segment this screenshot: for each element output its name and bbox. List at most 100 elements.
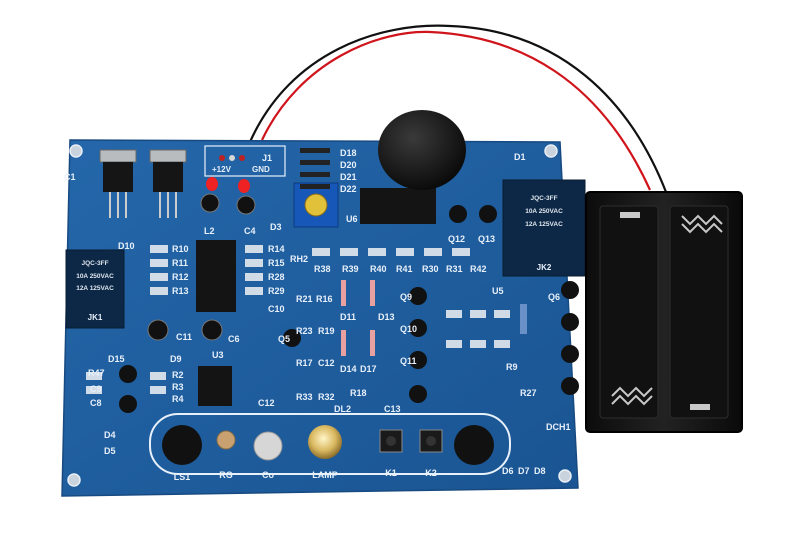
battery-cell-slot	[669, 205, 729, 419]
component-label: R9	[506, 362, 518, 372]
capacitor	[236, 195, 256, 215]
battery-spring	[611, 214, 723, 406]
component-label: R12	[172, 272, 189, 282]
smd-pads	[86, 245, 510, 394]
pcb: J1 +12V GND JQC-3FF 10A	[61, 110, 586, 497]
component-label: C10	[268, 304, 285, 314]
component-label: R29	[268, 286, 285, 296]
component-label: R19	[318, 326, 335, 336]
control-label: RG	[219, 470, 233, 480]
component-label: Q11	[400, 356, 417, 366]
component-label: D7	[518, 466, 530, 476]
component-label: R47	[88, 368, 105, 378]
component-label: Q10	[400, 324, 417, 334]
component-label: R3	[172, 382, 184, 392]
svg-text:JQC-3FF: JQC-3FF	[81, 260, 108, 267]
svg-text:JK1: JK1	[88, 313, 103, 322]
component-label: D21	[340, 172, 357, 182]
component-label: C9	[90, 384, 102, 394]
component-label: R31	[446, 264, 463, 274]
component-label: D18	[340, 148, 357, 158]
component-label: R14	[268, 244, 285, 254]
component-label: R42	[470, 264, 487, 274]
control-label: K2	[425, 468, 437, 478]
control-label: LS1	[174, 472, 191, 482]
component-label: R39	[342, 264, 359, 274]
voltage-regulator	[99, 149, 137, 218]
component-label: R17	[296, 358, 313, 368]
battery-cell-slot	[599, 205, 659, 419]
pot-knob	[304, 193, 328, 217]
battery-contact	[620, 212, 640, 218]
component-label: R27	[520, 388, 537, 398]
capacitor	[147, 319, 169, 341]
black-wire	[248, 24, 668, 193]
component-label: D1	[514, 152, 526, 162]
component-label: R33	[296, 392, 313, 402]
component-label: D11	[340, 312, 356, 322]
component-label: D4	[104, 430, 116, 440]
svg-text:10A 250VAC: 10A 250VAC	[525, 208, 563, 215]
svg-text:JQC-3FF: JQC-3FF	[530, 195, 557, 202]
component-label: R32	[318, 392, 335, 402]
transistors	[119, 205, 579, 413]
component-label: R2	[172, 370, 184, 380]
mount-hole	[544, 144, 558, 158]
component-label: DCH1	[546, 422, 571, 432]
diodes	[300, 148, 527, 356]
component-label: C6	[228, 334, 240, 344]
component-label: D14	[340, 364, 357, 374]
component-label: D9	[170, 354, 182, 364]
control-label: K1	[385, 468, 397, 478]
component-label: R4	[172, 394, 184, 404]
component-label: R38	[314, 264, 331, 274]
red-led	[238, 179, 250, 193]
red-led	[206, 177, 218, 191]
photoresistor	[216, 430, 236, 450]
component-label: R13	[172, 286, 189, 296]
component-label: C4	[244, 226, 256, 236]
component-label: D6	[502, 466, 514, 476]
svg-text:12A 125VAC: 12A 125VAC	[76, 285, 114, 292]
component-label: R28	[268, 272, 285, 282]
component-label: U6	[346, 214, 358, 224]
mount-hole	[69, 144, 83, 158]
component-label: D3	[270, 222, 282, 232]
ic-chip	[360, 188, 436, 224]
component-label: R41	[396, 264, 413, 274]
control-label: LAMP	[312, 470, 338, 480]
ic-chip	[196, 240, 236, 312]
component-label: L2	[204, 226, 215, 236]
component-label: R21	[296, 294, 313, 304]
battery-holder	[585, 191, 743, 433]
component-label: D13	[378, 312, 395, 322]
component-label: C8	[90, 398, 102, 408]
mount-hole	[558, 469, 572, 483]
component-label: R10	[172, 244, 189, 254]
battery-wires	[248, 24, 668, 193]
component-label: C12	[258, 398, 275, 408]
battery-contact	[690, 404, 710, 410]
component-label: C12	[318, 358, 335, 368]
speaker	[162, 425, 202, 465]
sensor	[253, 431, 283, 461]
svg-text:12A 125VAC: 12A 125VAC	[525, 221, 563, 228]
component-label: R15	[268, 258, 285, 268]
component-label: D8	[534, 466, 546, 476]
component-label: Q6	[548, 292, 560, 302]
component-label: R23	[296, 326, 313, 336]
component-label: D17	[360, 364, 377, 374]
ic-chip	[198, 366, 232, 406]
power-label-gnd: GND	[252, 165, 270, 174]
component-label: Q13	[478, 234, 495, 244]
component-label: C11	[176, 332, 192, 342]
voltage-regulator	[149, 149, 187, 218]
component-label: U3	[212, 350, 224, 360]
component-label: R18	[350, 388, 367, 398]
buzzer	[378, 110, 466, 190]
relay-jk1: JQC-3FF 10A 250VAC 12A 125VAC JK1	[65, 249, 125, 329]
component-label: D5	[104, 446, 116, 456]
speaker	[454, 425, 494, 465]
connector-label: J1	[262, 153, 272, 163]
